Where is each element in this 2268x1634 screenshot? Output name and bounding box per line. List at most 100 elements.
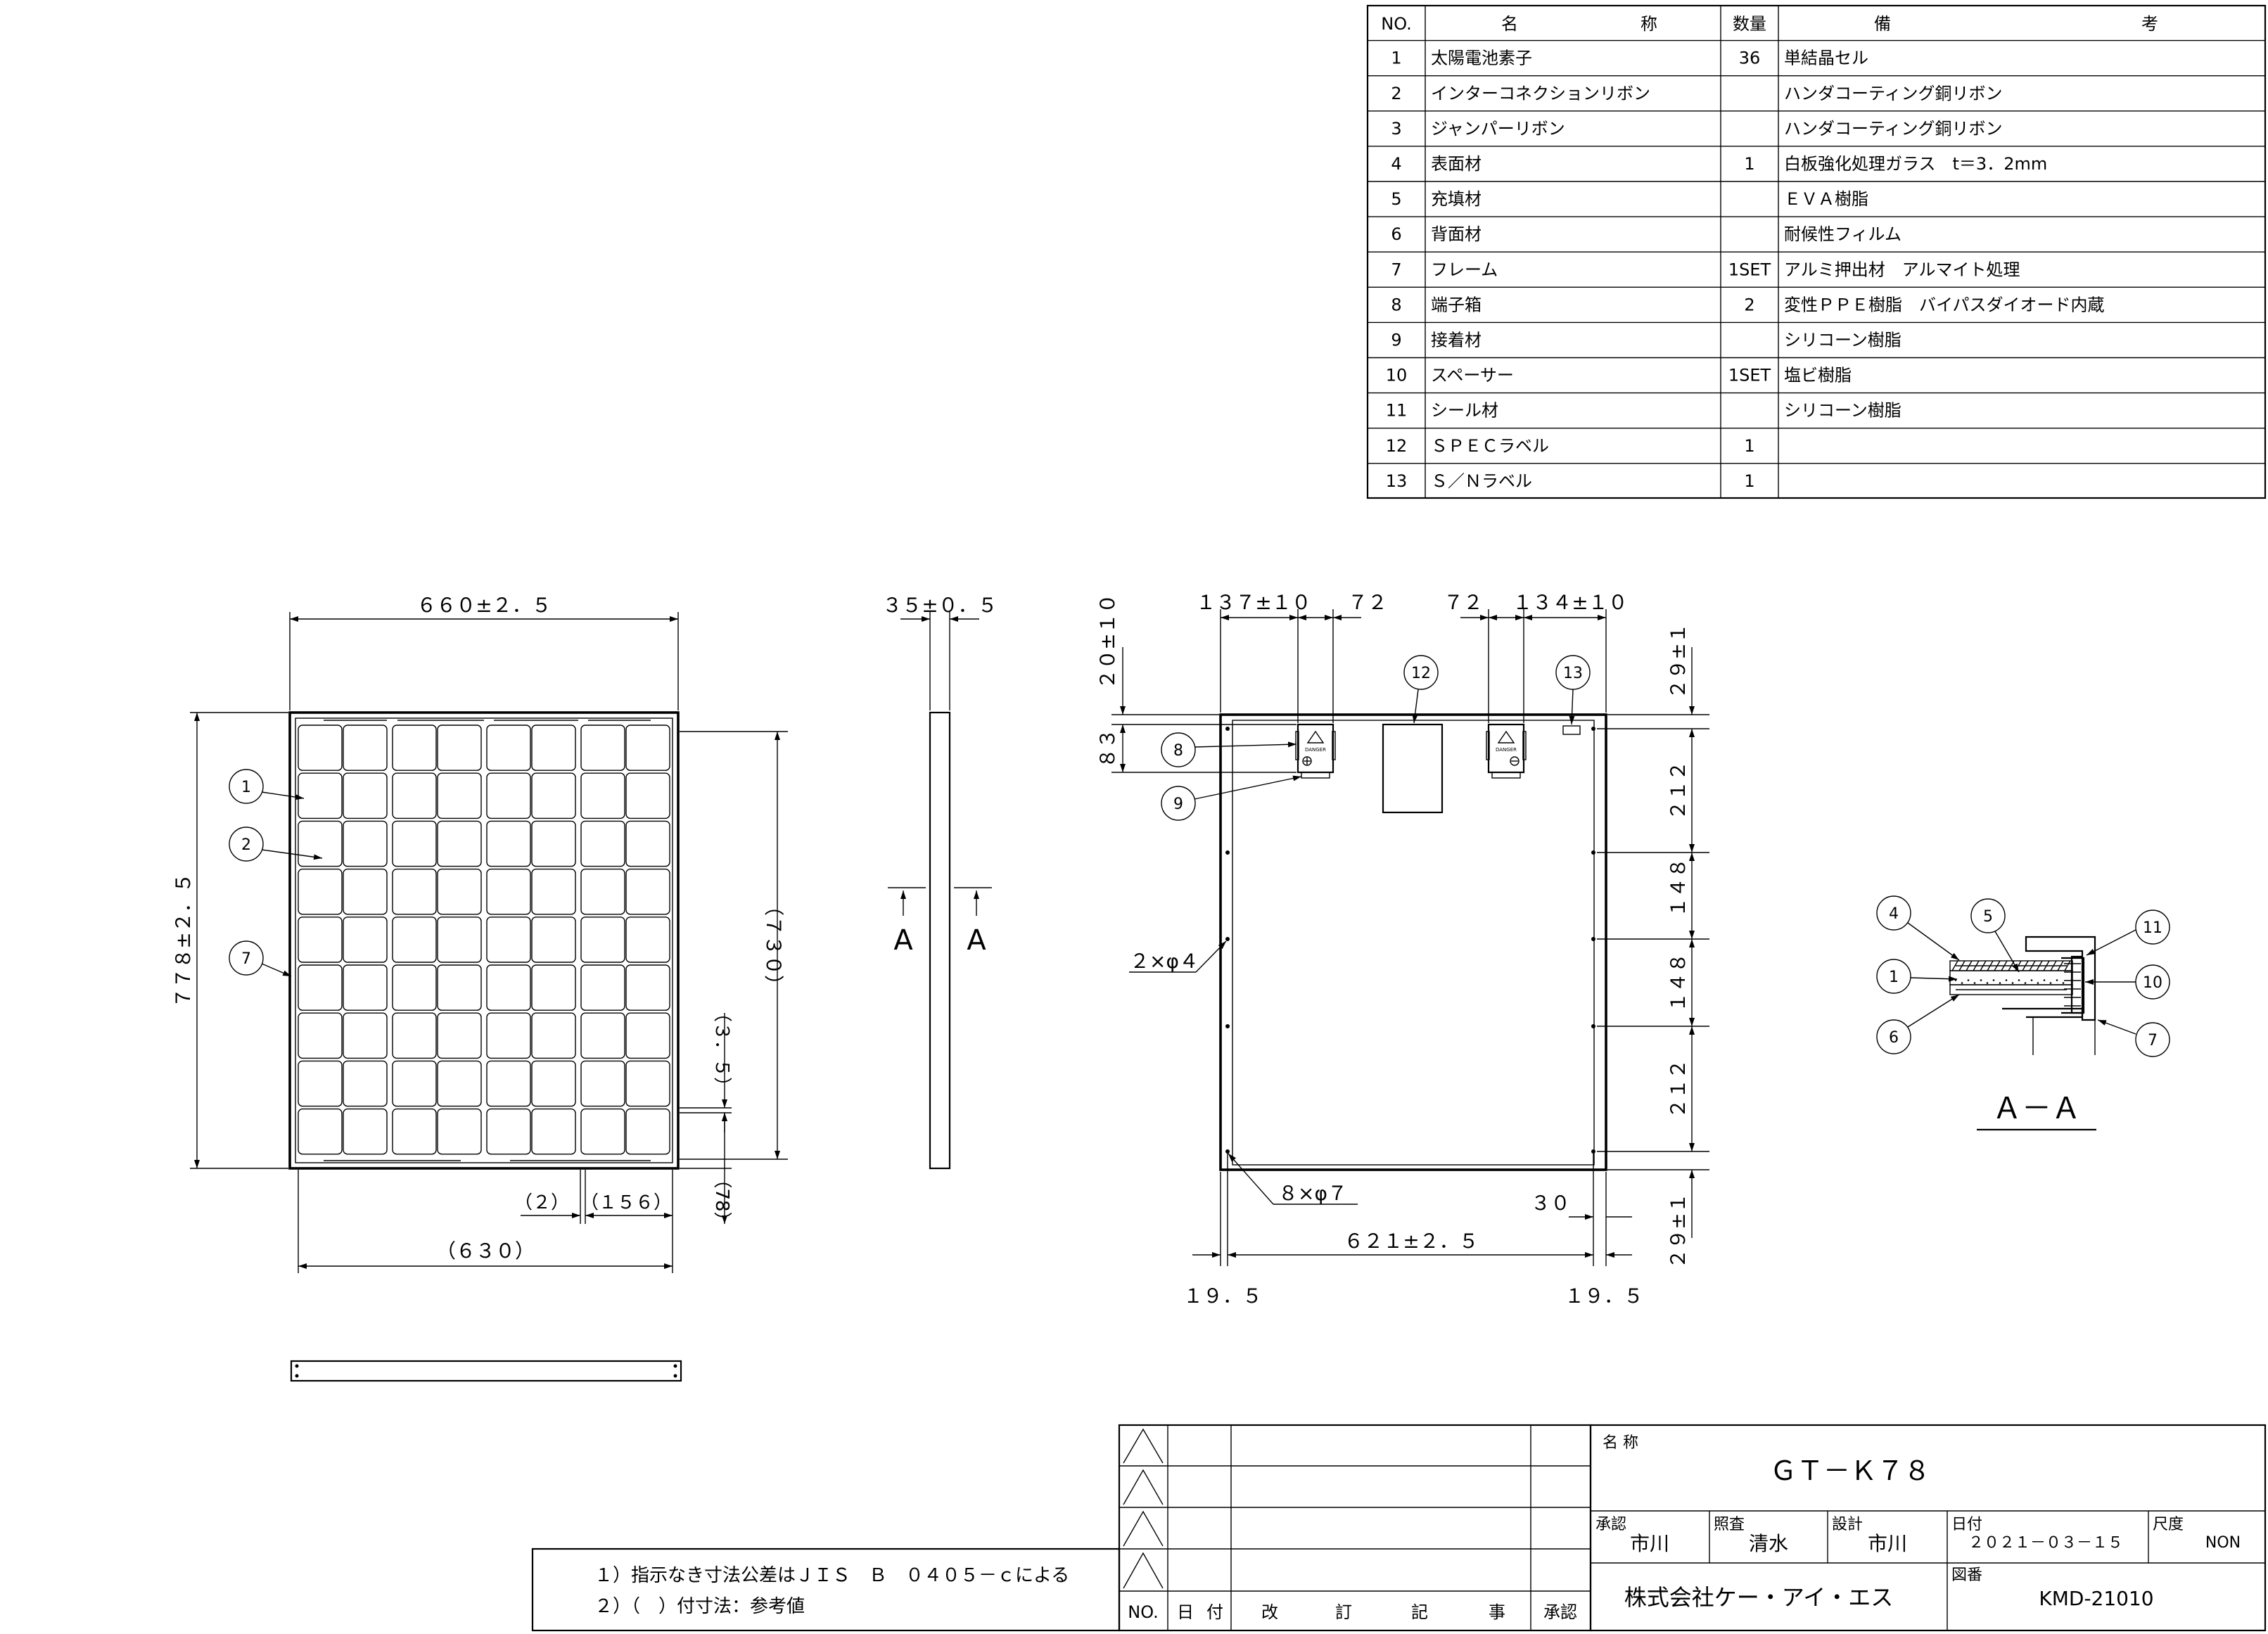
section-balloon-10: 10: [2143, 974, 2162, 992]
section-balloon-1: 1: [1889, 969, 1899, 986]
table-cell-note: シリコーン樹脂: [1784, 330, 1901, 350]
table-cell-no: 12: [1386, 436, 1408, 456]
table-cell-name: ジャンパーリボン: [1431, 119, 1565, 139]
table-cell-qty: 1SET: [1728, 260, 1771, 279]
side-view: ３５±０．５ A A: [882, 594, 998, 1170]
balloon-8: 8: [1173, 742, 1183, 760]
table-cell-qty: 1: [1744, 436, 1754, 456]
junction-box-right: DANGER: [1486, 723, 1527, 779]
balloon-2: 2: [241, 836, 251, 854]
mounting-holes: [1225, 727, 1595, 1154]
rev-approve: 承認: [1543, 1602, 1577, 1622]
table-cell-no: 7: [1391, 260, 1401, 279]
header-note-b: 考: [2141, 14, 2158, 34]
dim-thickness: ３５±０．５: [882, 594, 997, 617]
drawing-no: KMD-21010: [2039, 1587, 2153, 1610]
balloon-1: 1: [241, 779, 251, 796]
rear-dim-212-top: ２１２: [1667, 761, 1690, 820]
table-cell-no: 5: [1391, 189, 1401, 209]
table-cell-note: 変性ＰＰＥ樹脂 バイパスダイオード内蔵: [1784, 295, 2105, 314]
rear-dim-20: ２０±１０: [1096, 594, 1119, 689]
table-cell-no: 10: [1386, 366, 1408, 385]
check-label: 照査: [1714, 1516, 1745, 1533]
rear-dim-29-bottom: ２９±１: [1667, 1193, 1690, 1268]
table-cell-qty: 1SET: [1728, 366, 1771, 385]
date-value: ２０２１－０３－１５: [1968, 1534, 2123, 1552]
header-name-b: 称: [1641, 14, 1657, 34]
dim-height: ７７８±２．５: [172, 873, 195, 1007]
header-note-a: 備: [1874, 14, 1891, 34]
rev-c3: 記: [1411, 1602, 1428, 1622]
scale-value: NON: [2205, 1534, 2241, 1552]
section-mark-right: A: [967, 924, 986, 957]
scale-label: 尺度: [2153, 1516, 2184, 1533]
table-cell-note: ハンダコーティング銅リボン: [1784, 119, 2003, 139]
balloon-7: 7: [241, 950, 251, 968]
table-cell-no: 4: [1391, 154, 1401, 174]
table-cell-note: シリコーン樹脂: [1784, 401, 1901, 421]
rear-dim-148-b: １４８: [1667, 953, 1690, 1012]
design-label: 設計: [1832, 1516, 1863, 1533]
rear-dim-29-top: ２９±１: [1667, 623, 1690, 698]
section-a-a: Ａ－Ａ 4 5 1 6 11 10 7: [1876, 895, 2170, 1131]
table-cell-note: アルミ押出材 アルマイト処理: [1784, 260, 2020, 279]
table-cell-name: 接着材: [1431, 330, 1482, 350]
check-name: 清水: [1749, 1532, 1788, 1555]
notes-box: １）指示なき寸法公差はＪＩＳ Ｂ ０４０５－ｃによる ２）（ ）付寸法：参考値: [531, 1547, 1121, 1632]
dim-3-5: （３．５）: [711, 1004, 732, 1095]
table-cell-name: 背面材: [1431, 224, 1482, 244]
rear-dim-72-left: ７２: [1348, 591, 1387, 614]
table-cell-name: 端子箱: [1431, 295, 1482, 314]
design-name: 市川: [1868, 1532, 1907, 1555]
table-cell-no: 13: [1386, 471, 1408, 491]
table-cell-name: インターコネクションリボン: [1431, 84, 1650, 103]
table-cell-note: 耐候性フィルム: [1784, 224, 1901, 244]
section-balloon-7: 7: [2148, 1032, 2158, 1049]
dim-gap: （２）: [514, 1192, 569, 1213]
table-cell-qty: 2: [1744, 295, 1754, 314]
rev-date-a: 日: [1177, 1602, 1194, 1622]
rear-dim-30: ３０: [1531, 1192, 1570, 1215]
section-balloon-6: 6: [1889, 1029, 1899, 1047]
dim-bottom-width: （６３０）: [436, 1239, 535, 1263]
table-cell-name: 表面材: [1431, 154, 1482, 174]
section-label: Ａ－Ａ: [1992, 1091, 2081, 1125]
note-2: ２）（ ）付寸法：参考値: [594, 1596, 805, 1617]
table-cell-note: 単結晶セル: [1784, 49, 1868, 68]
header-name-a: 名: [1501, 14, 1518, 34]
rear-dim-212-bottom: ２１２: [1667, 1059, 1690, 1118]
dim-inner: （７３０）: [762, 896, 785, 995]
table-cell-name: 太陽電池素子: [1431, 49, 1532, 68]
table-cell-name: Ｓ／Ｎラベル: [1431, 471, 1532, 491]
rear-dim-621: ６２１±２．５: [1344, 1230, 1478, 1253]
revision-block: NO. 日 付 改 訂 記 事 承認: [1118, 1424, 1592, 1632]
table-cell-note: 白板強化処理ガラス t＝3．2mm: [1784, 154, 2047, 174]
rear-dim-19-5-right: １９．５: [1565, 1284, 1643, 1308]
title-block: 名 称 ＧＴ－Ｋ７８ 承認 市川 照査 清水 設計 市川 日付 ２０２１－０３－…: [1589, 1424, 2267, 1632]
table-cell-qty: 1: [1744, 471, 1754, 491]
table-cell-no: 11: [1386, 401, 1408, 421]
dim-width: ６６０±２．５: [416, 594, 551, 617]
balloon-13: 13: [1563, 665, 1583, 682]
table-cell-note: ＥＶＡ樹脂: [1784, 189, 1868, 209]
header-no: NO.: [1381, 14, 1412, 34]
rear-dim-148-a: １４８: [1667, 858, 1690, 917]
table-cell-name: ＳＰＥＣラベル: [1431, 436, 1549, 456]
dim-78: （78）: [711, 1170, 732, 1230]
holes-large-label: ８×φ７: [1278, 1182, 1347, 1205]
balloon-12: 12: [1411, 665, 1431, 682]
table-cell-no: 2: [1391, 84, 1401, 103]
table-cell-note: ハンダコーティング銅リボン: [1784, 84, 2003, 103]
header-qty: 数量: [1733, 14, 1766, 34]
table-cell-note: 塩ビ樹脂: [1784, 366, 1852, 385]
junction-box-left: DANGER: [1295, 723, 1336, 779]
rev-c2: 訂: [1335, 1602, 1352, 1622]
danger-text-left: DANGER: [1305, 747, 1326, 753]
danger-text-right: DANGER: [1496, 747, 1517, 753]
rear-dim-83: ８３: [1096, 729, 1119, 768]
section-mark-left: A: [893, 924, 913, 957]
table-cell-name: 充填材: [1431, 189, 1482, 209]
rear-dim-19-5-left: １９．５: [1183, 1284, 1262, 1308]
table-cell-qty: 1: [1744, 154, 1754, 174]
